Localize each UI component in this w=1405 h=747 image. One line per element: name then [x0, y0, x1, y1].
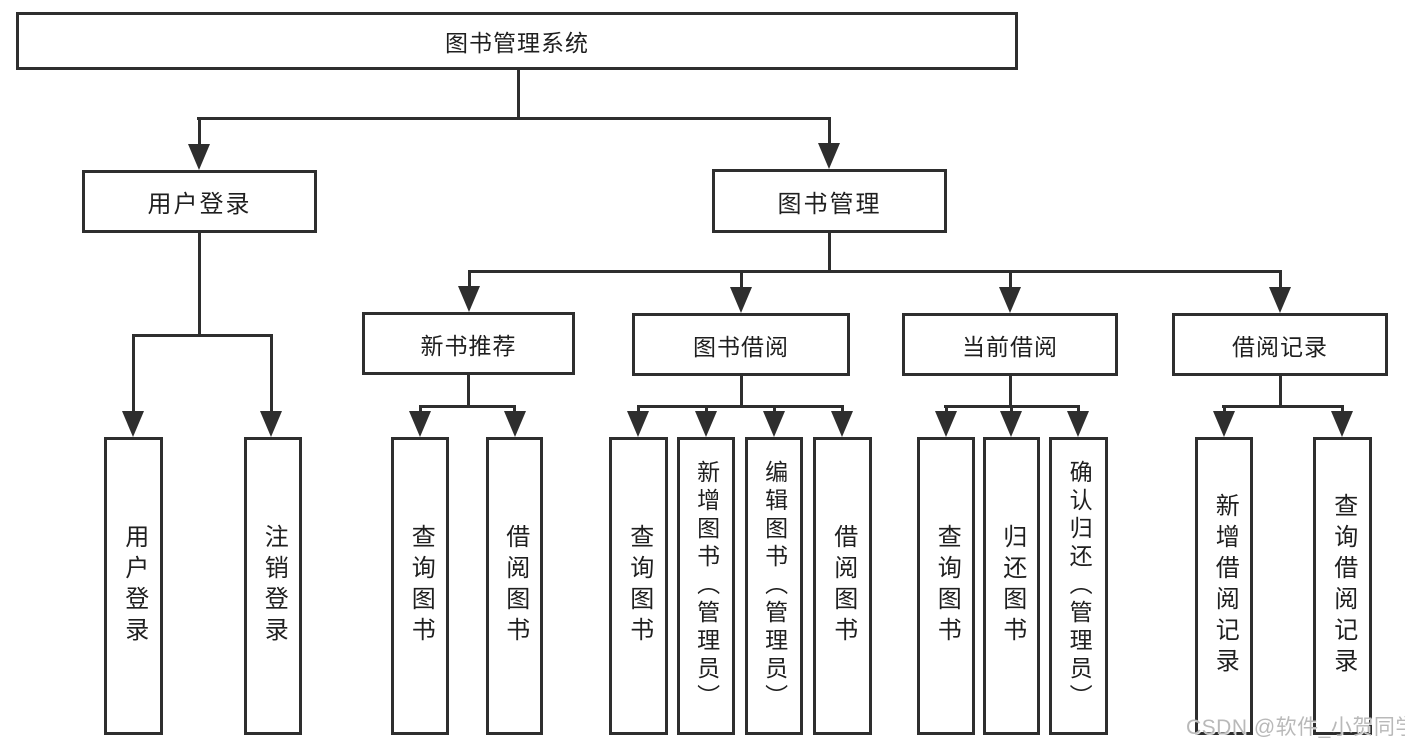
node-user-login-group: 用户登录	[82, 170, 317, 233]
connector-level3-rail	[468, 270, 1282, 273]
arrowhead-mgmt	[818, 143, 840, 169]
node-user-login: 用户登录	[104, 437, 163, 735]
connector-to-newbook	[468, 270, 471, 288]
connector-to-cur-confirm	[1077, 405, 1080, 413]
arrowhead-bw-borrow	[831, 411, 853, 437]
node-rec-query-record-label: 查询借阅记录	[1329, 493, 1357, 679]
connector-to-login	[198, 117, 201, 147]
node-bw-add-books-admin: 新增图书（管理员）	[677, 437, 735, 735]
arrowhead-current	[999, 287, 1021, 313]
node-book-mgmt-group: 图书管理	[712, 169, 947, 233]
node-cur-confirm-return-admin: 确认归还（管理员）	[1049, 437, 1108, 735]
node-bw-borrow-books-label: 借阅图书	[829, 524, 857, 648]
connector-records-stub	[1279, 376, 1282, 407]
arrowhead-cur-query	[935, 411, 957, 437]
node-bw-edit-books-admin: 编辑图书（管理员）	[745, 437, 803, 735]
node-cur-confirm-return-admin-label: 确认归还（管理员）	[1066, 460, 1093, 712]
arrowhead-user-login	[122, 411, 144, 437]
arrowhead-nb-query	[409, 411, 431, 437]
node-root: 图书管理系统	[16, 12, 1018, 70]
arrowhead-newbook	[458, 286, 480, 312]
node-nb-query-books: 查询图书	[391, 437, 449, 735]
connector-current-stub	[1009, 376, 1012, 407]
connector-borrow-stub	[740, 376, 743, 407]
node-rec-add-record: 新增借阅记录	[1195, 437, 1253, 735]
node-nb-borrow-books-label: 借阅图书	[501, 524, 529, 648]
node-bw-query-books-label: 查询图书	[625, 524, 653, 648]
node-cur-return-books: 归还图书	[983, 437, 1040, 735]
node-bw-add-books-admin-label: 新增图书（管理员）	[693, 460, 720, 712]
connector-to-bw-query	[637, 405, 640, 413]
node-book-borrowing: 图书借阅	[632, 313, 850, 376]
connector-to-bw-borrow	[841, 405, 844, 413]
connector-to-records	[1279, 270, 1282, 289]
connector-to-nb-query	[419, 405, 422, 413]
node-bw-borrow-books: 借阅图书	[813, 437, 872, 735]
connector-login-stub	[198, 233, 201, 336]
connector-to-mgmt	[828, 117, 831, 146]
node-logout: 注销登录	[244, 437, 302, 735]
connector-to-user-login	[132, 334, 135, 414]
node-borrowing-records: 借阅记录	[1172, 313, 1388, 376]
connector-root-stub	[517, 70, 520, 120]
arrowhead-logout	[260, 411, 282, 437]
connector-level2-rail	[197, 117, 831, 120]
connector-to-borrow	[740, 270, 743, 289]
connector-to-current	[1009, 270, 1012, 289]
node-nb-query-books-label: 查询图书	[407, 524, 435, 648]
arrowhead-borrow	[730, 287, 752, 313]
node-current-borrowing: 当前借阅	[902, 313, 1118, 376]
node-cur-return-books-label: 归还图书	[998, 524, 1026, 648]
node-nb-borrow-books: 借阅图书	[486, 437, 543, 735]
arrowhead-bw-query	[627, 411, 649, 437]
arrowhead-records	[1269, 287, 1291, 313]
arrowhead-cur-return	[1000, 411, 1022, 437]
connector-to-rec-query	[1341, 405, 1344, 413]
node-cur-query-books-label: 查询图书	[933, 524, 961, 648]
arrowhead-bw-add	[695, 411, 717, 437]
connector-mgmt-stub	[828, 233, 831, 273]
arrowhead-login	[188, 144, 210, 170]
connector-newbook-children-rail	[419, 405, 516, 408]
connector-login-children-rail	[132, 334, 273, 337]
connector-to-bw-add	[705, 405, 708, 413]
node-bw-query-books: 查询图书	[609, 437, 668, 735]
connector-to-cur-query	[945, 405, 948, 413]
node-bw-edit-books-admin-label: 编辑图书（管理员）	[761, 460, 788, 712]
connector-records-children-rail	[1222, 405, 1344, 408]
connector-newbook-stub	[467, 375, 470, 408]
node-new-book-recommend: 新书推荐	[362, 312, 575, 375]
node-cur-query-books: 查询图书	[917, 437, 975, 735]
connector-to-rec-add	[1223, 405, 1226, 413]
arrowhead-cur-confirm	[1067, 411, 1089, 437]
csdn-watermark: CSDN @软件_小贺同学	[1186, 716, 1405, 739]
connector-to-cur-return	[1010, 405, 1013, 413]
node-user-login-label: 用户登录	[120, 524, 148, 648]
arrowhead-nb-borrow	[504, 411, 526, 437]
node-rec-query-record: 查询借阅记录	[1313, 437, 1372, 735]
arrowhead-bw-edit	[763, 411, 785, 437]
arrowhead-rec-add	[1213, 411, 1235, 437]
connector-to-bw-edit	[773, 405, 776, 413]
node-logout-label: 注销登录	[260, 524, 288, 648]
connector-borrow-children-rail	[637, 405, 844, 408]
connector-to-logout	[270, 334, 273, 414]
node-rec-add-record-label: 新增借阅记录	[1211, 493, 1239, 679]
arrowhead-rec-query	[1331, 411, 1353, 437]
connector-to-nb-borrow	[513, 405, 516, 413]
